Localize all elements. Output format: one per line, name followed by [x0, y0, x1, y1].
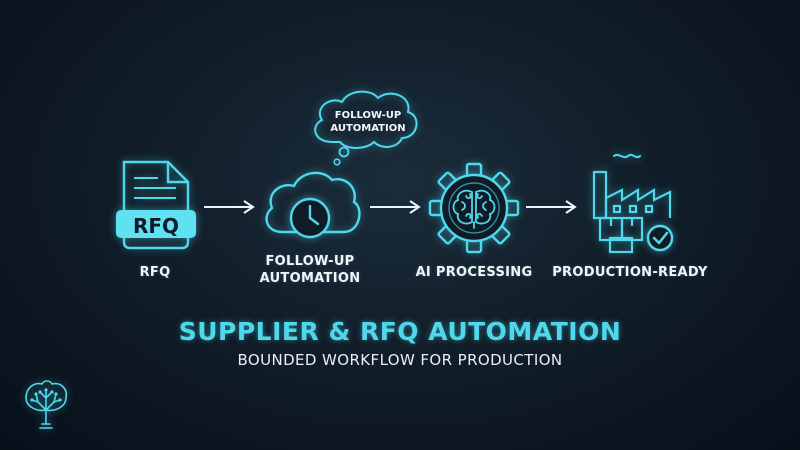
page-subtitle: BOUNDED WORKFLOW FOR PRODUCTION	[237, 351, 563, 369]
page-title: SUPPLIER & RFQ AUTOMATION	[178, 317, 622, 346]
step-label-production-ready: PRODUCTION-READY	[552, 265, 708, 280]
gear-brain-icon	[428, 162, 520, 254]
rfq-badge-text: RFQ	[132, 214, 180, 238]
step-label-ai-processing: AI PROCESSING	[415, 265, 533, 280]
factory-check-icon	[592, 153, 674, 254]
step-label-follow-up-line2: AUTOMATION	[259, 271, 361, 286]
step-label-rfq: RFQ	[139, 265, 171, 280]
brain-tree-logo	[25, 380, 68, 429]
arrow-right-icon	[370, 200, 421, 214]
thought-bubble-line1: FOLLOW-UP	[334, 110, 402, 121]
thought-bubble-icon	[314, 90, 418, 166]
step-label-follow-up-line1: FOLLOW-UP	[265, 254, 355, 269]
arrow-right-icon	[526, 200, 577, 214]
thought-bubble-text: FOLLOW-UP AUTOMATION	[320, 109, 416, 135]
thought-bubble-line2: AUTOMATION	[330, 123, 406, 134]
cloud-clock-icon	[265, 171, 361, 239]
document-rfq-icon	[116, 160, 196, 250]
arrow-right-icon	[204, 200, 255, 214]
step-label-follow-up: FOLLOW-UP AUTOMATION	[250, 253, 370, 287]
